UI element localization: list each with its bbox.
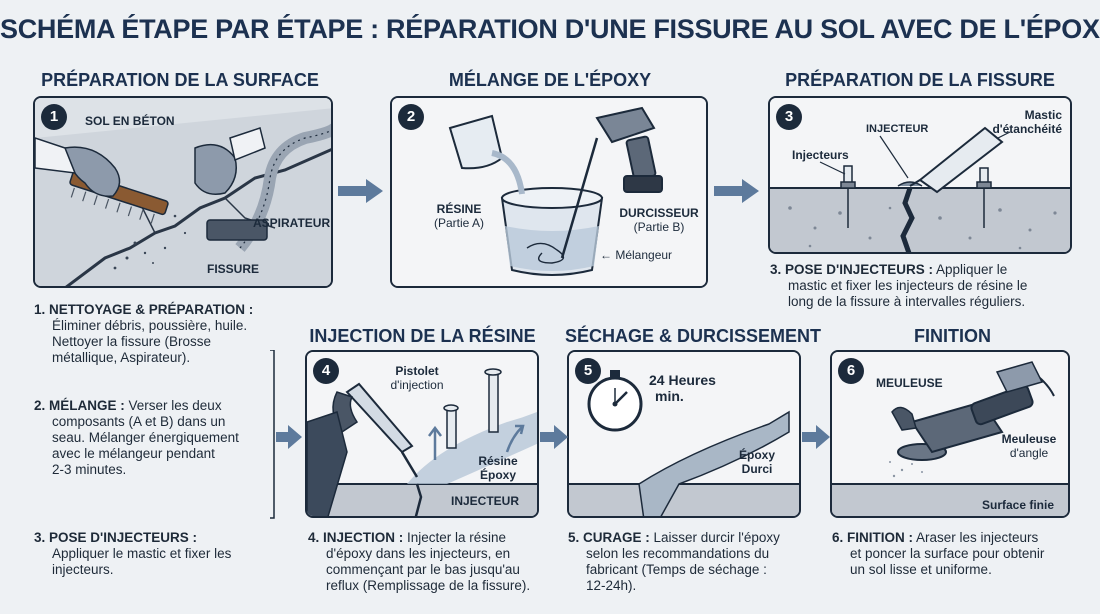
step-2-description: 2. MÉLANGE : Verser les deux composants … [34,398,274,478]
step-1-description: 1. NETTOYAGE & PRÉPARATION : Éliminer dé… [34,302,284,366]
step-2-number: 2 [398,104,424,130]
step-3-heading: PRÉPARATION DE LA FISSURE [770,70,1070,91]
arrow-4-to-5 [540,424,570,450]
d3b-line1: Appliquer le [933,262,1007,277]
step-4-description: 4. INJECTION : Injecter la résine d'épox… [308,530,558,594]
label-resin-line1: RÉSINE [424,202,494,216]
d2-line2: composants (A et B) dans un [34,414,274,430]
step-3-description-top: 3. POSE D'INJECTEURS : Appliquer le mast… [770,262,1080,310]
d1-line3: métallique, Aspirateur). [34,350,284,366]
step-2-panel: 2 RÉSINE (Partie A) DURCISSEUR (Partie B… [390,96,708,288]
label-epoxy-resin: Résine Époxy [463,454,533,482]
label-cure-time: 24 Heures min. [649,372,716,404]
d3b-title: 3. POSE D'INJECTEURS : [770,262,933,277]
label-crack: FISSURE [207,262,259,276]
step-1-illustration [35,98,333,288]
d1-title: 1. NETTOYAGE & PRÉPARATION : [34,302,253,317]
label-grinder: MEULEUSE [876,376,943,390]
arrow-2-to-3 [714,178,760,204]
label-injector-4: INJECTEUR [451,494,519,508]
d2-line1: Verser les deux [125,398,222,413]
step-1-panel: 1 SOL EN BÉTON ASPIRATEUR FISSURE [33,96,333,288]
d3b-line2: mastic et fixer les injecteurs de résine… [770,278,1080,294]
label-finished-surface: Surface finie [982,498,1054,512]
d4-line2: d'époxy dans les injecteurs, en [308,546,558,562]
arrow-1-to-2 [338,178,384,204]
step-5-description: 5. CURAGE : Laisser durcir l'époxy selon… [568,530,818,594]
step-3-number: 3 [776,104,802,130]
d2-line4: avec le mélangeur pendant [34,446,274,462]
label-injector: INJECTEUR [866,122,928,136]
label-sealant-line2: d'étanchéité [970,122,1062,136]
d5-line2: selon les recommandations du [568,546,818,562]
label-gun-line1: Pistolet [377,364,457,378]
d6-title: 6. FINITION : [832,530,913,545]
step-4-heading: INJECTION DE LA RÉSINE [300,326,545,347]
label-sealant-line1: Mastic [970,108,1062,122]
d4-title: 4. INJECTION : [308,530,403,545]
d2-line3: seau. Mélanger énergiquement [34,430,274,446]
step-5-heading: SÉCHAGE & DURCISSEMENT [565,326,815,347]
label-cured-epoxy-line2: Durci [727,462,787,476]
d2-title: 2. MÉLANGE : [34,398,125,413]
label-injectors: Injecteurs [792,148,849,162]
label-angle-grinder-line2: d'angle [992,446,1066,460]
step-6-description: 6. FINITION : Araser les injecteurs et p… [832,530,1082,578]
d1-line2: Nettoyer la fissure (Brosse [34,334,284,350]
label-mixer-text: Mélangeur [615,248,672,262]
d5-line1: Laisser durcir l'époxy [650,530,780,545]
label-cured-epoxy: Époxy Durci [727,448,787,476]
d4-line3: commençant par le bas jusqu'au [308,562,558,578]
label-epoxy-resin-line2: Époxy [463,468,533,482]
d2-line5: 2-3 minutes. [34,462,274,478]
d6-line1: Araser les injecteurs [913,530,1038,545]
connector-to-step-4 [268,350,304,520]
label-angle-grinder-line1: Meuleuse [992,432,1066,446]
label-resin: RÉSINE (Partie A) [424,202,494,230]
step-4-panel: 4 Pistolet d'injection Résine Époxy INJE… [305,350,539,518]
label-angle-grinder: Meuleuse d'angle [992,432,1066,460]
step-6-panel: 6 MEULEUSE Meuleuse d'angle Surface fini… [830,350,1070,518]
d3-line2: injecteurs. [34,562,284,578]
step-1-number: 1 [41,104,67,130]
label-hardener-line1: DURCISSEUR [614,206,704,220]
label-gun-line2: d'injection [377,378,457,392]
d4-line4: reflux (Remplissage de la fissure). [308,578,558,594]
step-3-description: 3. POSE D'INJECTEURS : Appliquer le mast… [34,530,284,578]
d5-line3: fabricant (Temps de séchage : [568,562,818,578]
label-hardener-line2: (Partie B) [614,220,704,234]
label-cure-time-line1: 24 Heures [649,372,716,388]
label-sealant: Mastic d'étanchéité [970,108,1062,136]
label-epoxy-resin-line1: Résine [463,454,533,468]
step-4-number: 4 [313,358,339,384]
label-hardener: DURCISSEUR (Partie B) [614,206,704,234]
step-5-panel: 5 24 Heures min. Époxy Durci [567,350,801,518]
step-6-number: 6 [838,358,864,384]
label-gun: Pistolet d'injection [377,364,457,392]
label-vacuum: ASPIRATEUR [253,216,330,230]
d3-title: 3. POSE D'INJECTEURS : [34,530,197,545]
d6-line3: un sol lisse et uniforme. [832,562,1082,578]
step-2-heading: MÉLANGE DE L'ÉPOXY [400,70,700,91]
label-resin-line2: (Partie A) [424,216,494,230]
step-1-heading: PRÉPARATION DE LA SURFACE [30,70,330,91]
d6-line2: et poncer la surface pour obtenir [832,546,1082,562]
d1-line1: Éliminer débris, poussière, huile. [34,318,284,334]
d3b-line3: long de la fissure à intervalles régulie… [770,294,1080,310]
arrow-5-to-6 [802,424,832,450]
d5-line4: 12-24h). [568,578,818,594]
label-cure-time-line2: min. [649,388,716,404]
d5-title: 5. CURAGE : [568,530,650,545]
d4-line1: Injecter la résine [403,530,506,545]
label-floor: SOL EN BÉTON [85,114,175,128]
step-3-panel: 3 INJECTEUR Injecteurs Mastic d'étanchéi… [768,96,1072,254]
step-6-heading: FINITION [830,326,1075,347]
step-5-number: 5 [575,358,601,384]
page-title: SCHÉMA ÉTAPE PAR ÉTAPE : RÉPARATION D'UN… [0,14,1100,45]
d3-line1: Appliquer le mastic et fixer les [34,546,284,562]
label-cured-epoxy-line1: Époxy [727,448,787,462]
label-mixer: ← Mélangeur [600,248,672,262]
